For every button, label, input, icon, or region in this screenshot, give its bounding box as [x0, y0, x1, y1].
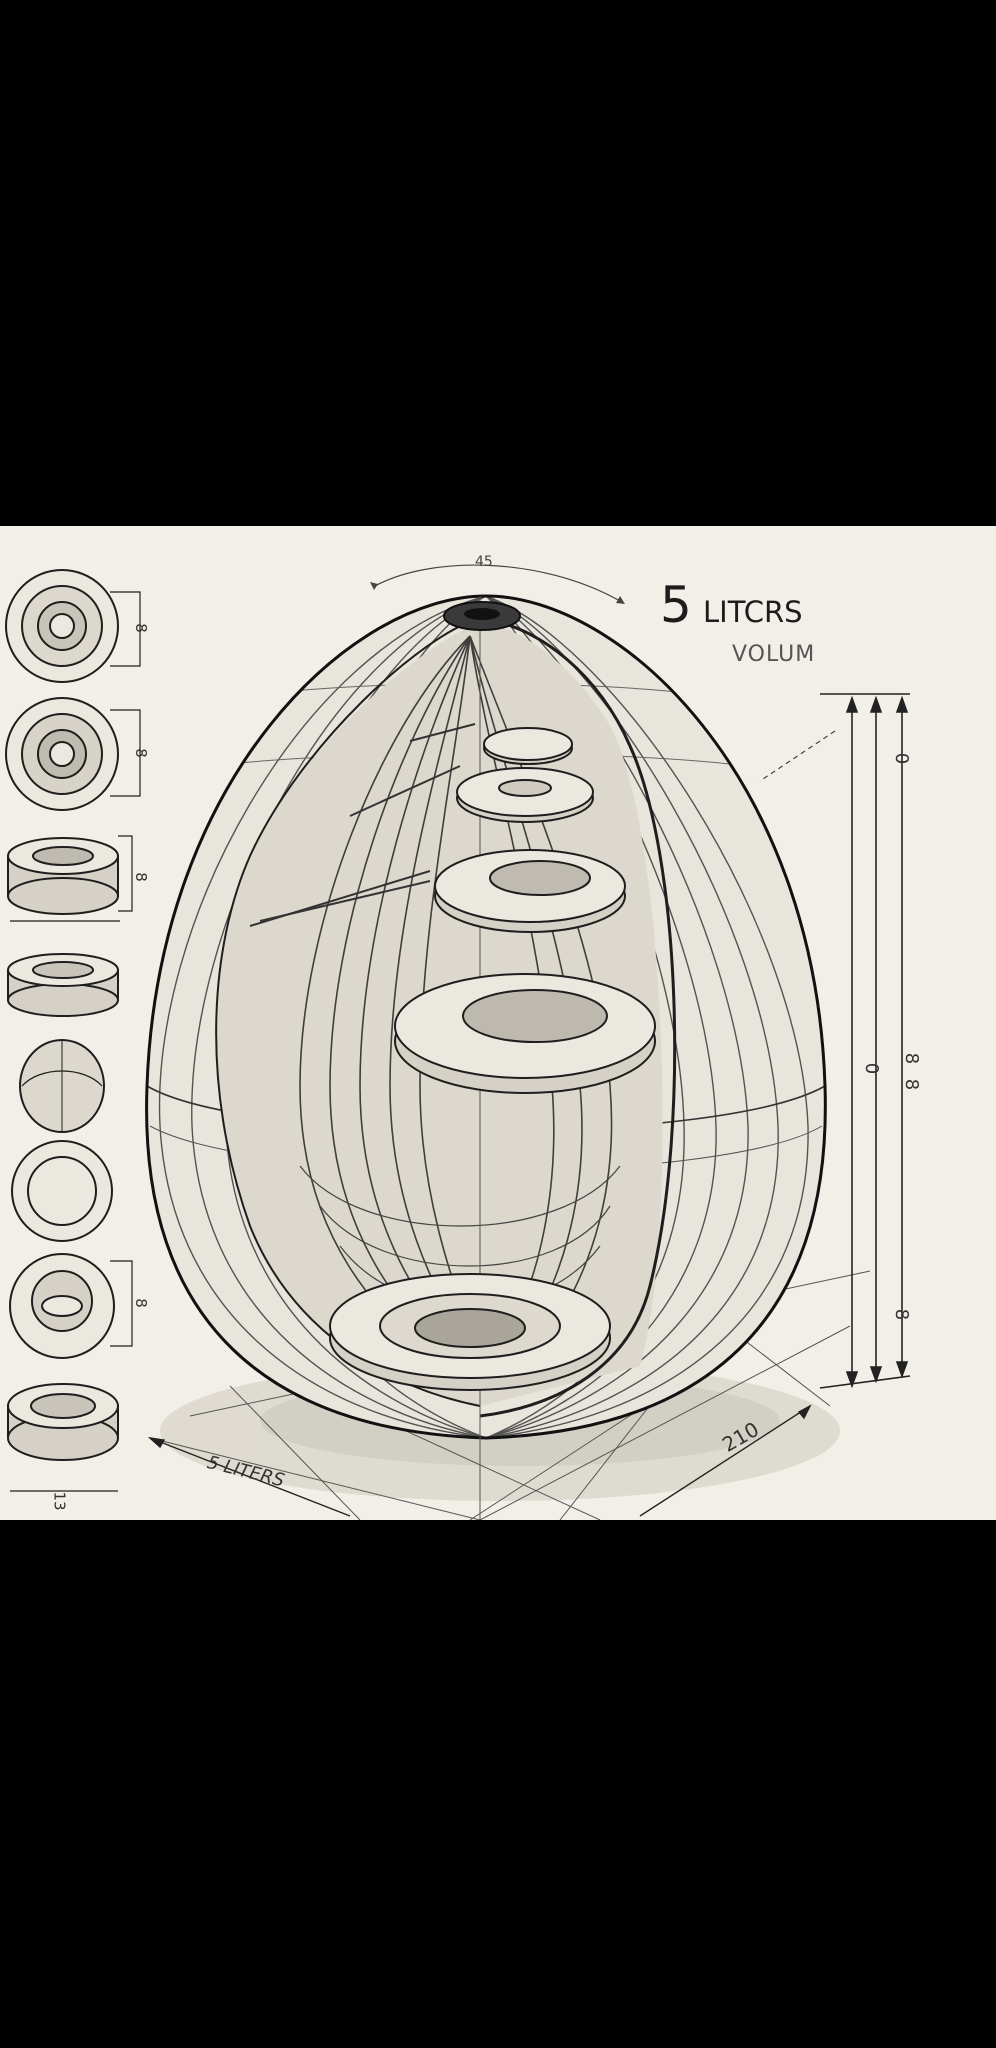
drawing-sheet: 5 LITCRS VOLUM 45 5 LITERS 210 8 8 8 8 1…	[0, 526, 996, 1520]
component-view-3	[7, 835, 133, 922]
volume-unit: LITCRS	[703, 595, 803, 629]
volume-number: 5	[660, 576, 692, 634]
top-letterbox	[0, 0, 996, 526]
ring-4	[394, 973, 656, 1094]
egg-cutaway-drawing	[5, 564, 911, 1520]
base-dimension-lines	[147, 1404, 812, 1517]
support-struts	[249, 723, 476, 927]
component-view-1	[5, 569, 141, 683]
right-dimension-lines	[819, 693, 911, 1389]
right-label-1: 0	[891, 752, 913, 765]
egg-outline	[145, 594, 827, 1440]
left-label-3: 8	[131, 872, 150, 882]
internal-rings	[329, 727, 656, 1391]
bottom-letterbox	[0, 1520, 996, 2048]
ring-2	[456, 767, 594, 823]
leader-line	[759, 730, 836, 782]
ring-3	[434, 849, 626, 933]
top-hole	[464, 608, 500, 620]
left-label-2: 8	[131, 748, 150, 758]
component-view-2	[5, 697, 141, 811]
right-label-4: 8	[901, 1078, 923, 1091]
component-view-8	[7, 1383, 119, 1492]
right-label-3: 8	[901, 1052, 923, 1065]
component-view-7	[9, 1253, 133, 1359]
right-label-2: 0	[861, 1062, 883, 1075]
top-dimension-arc	[374, 564, 621, 602]
component-views	[5, 569, 141, 1492]
ring-1	[483, 727, 573, 765]
left-label-5: 13	[50, 1491, 69, 1511]
left-label-4: 8	[131, 1298, 150, 1308]
ring-5-base	[329, 1273, 611, 1391]
component-view-4	[7, 953, 119, 1017]
left-label-1: 8	[131, 623, 150, 633]
component-view-6	[11, 1140, 113, 1242]
top-dimension-label: 45	[475, 554, 493, 570]
cut-rim-right	[479, 616, 677, 1418]
right-label-5: 8	[891, 1308, 913, 1321]
component-view-5	[19, 1039, 105, 1133]
volume-word: VOLUM	[732, 642, 816, 667]
